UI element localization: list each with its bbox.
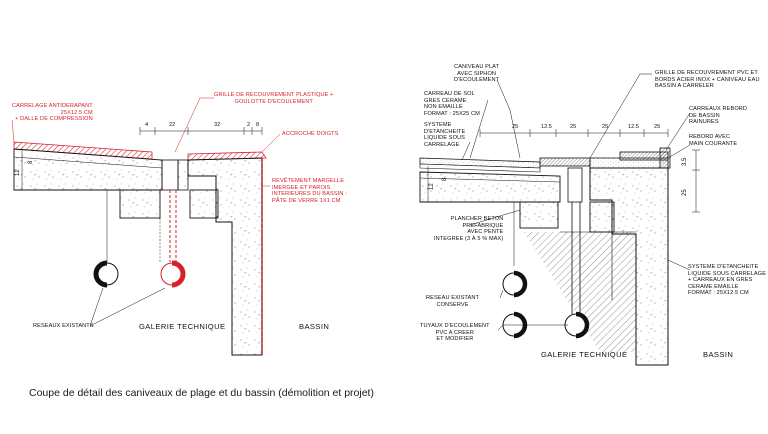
figure-caption: Coupe de détail des caniveaux de plage e…	[29, 387, 374, 399]
right-new-pipe-center	[564, 311, 590, 339]
right-existing-pipe	[502, 270, 528, 298]
left-label-galerie: GALERIE TECHNIQUE	[139, 322, 226, 331]
left-label-carrelage: CARRELAGE ANTIDERAPANT 25x12.5 CM + DALL…	[12, 103, 93, 123]
right-dim-25v: 25	[682, 189, 688, 196]
right-label-carreau-sol: CARREAU DE SOL GRES CERAME NON EMAILLE F…	[424, 91, 480, 117]
left-label-reseaux: RESEAUX EXISTANTS	[33, 323, 94, 329]
left-dim-8: 8	[256, 122, 260, 128]
left-pool-wall	[187, 157, 263, 356]
left-label-bassin: BASSIN	[299, 322, 330, 331]
left-existing-pipe-red	[160, 260, 186, 288]
right-dim-12: 12	[429, 183, 435, 190]
right-label-galerie: GALERIE TECHNIQUE	[541, 350, 628, 359]
left-dim-32: 32	[214, 122, 221, 128]
right-label-carreaux-rebord: CARREAUX REBORD DE BASSIN RAINURES	[689, 106, 748, 126]
left-gutter-channel	[161, 159, 179, 191]
right-label-reseau: RESEAU EXISTANT CONSERVE	[426, 295, 479, 308]
right-label-tuyaux: TUYAUX D'ECOULEMENT PVC A CREER ET MODIF…	[420, 323, 490, 343]
left-existing-pipe-black	[93, 260, 119, 288]
left-label-grille: GRILLE DE RECOUVREMENT PLASTIQUE + GOULO…	[214, 92, 334, 105]
right-dim-25c: 25	[602, 124, 609, 130]
left-label-revetement: REVÊTEMENT MARGELLE IMERGEE ET PAROIS IN…	[272, 178, 347, 204]
right-dim-25b: 25	[570, 124, 577, 130]
right-label-caniveau: CANIVEAU PLAT AVEC SIPHON D'ECOULEMENT	[454, 64, 500, 84]
right-label-plancher: PLANCHER BETON PREFABRIQUE AVEC PENTE IN…	[434, 216, 504, 242]
left-dim-22: 22	[169, 122, 176, 128]
left-beam	[119, 189, 161, 219]
left-dim-12: 12	[15, 169, 21, 176]
right-dim-8: 8	[442, 177, 448, 181]
right-dim-25a: 25	[512, 124, 519, 130]
left-section-demolition	[11, 97, 281, 356]
right-label-systeme1: SYSTEME D'ETANCHEITE LIQUIDE SOUS CARREL…	[424, 122, 466, 148]
right-label-bassin: BASSIN	[703, 350, 734, 359]
left-dim-2: 2	[247, 122, 251, 128]
right-gutter-grille	[539, 157, 591, 167]
right-label-rebord: REBORD AVEC MAIN COURANTE	[689, 134, 738, 147]
right-dim-125a: 12.5	[541, 124, 552, 130]
right-precast-slab	[419, 171, 561, 203]
left-label-accroche: ACCROCHE DOIGTS	[282, 131, 339, 137]
right-dim-35: 3.5	[682, 157, 688, 166]
right-label-systeme2: SYSTEME D'ETANCHEITE LIQUIDE SOUS CARREL…	[688, 264, 767, 297]
left-dim-4: 4	[145, 122, 149, 128]
right-drain-channel	[567, 167, 583, 203]
right-section-project	[419, 73, 700, 366]
right-dim-25d: 25	[654, 124, 661, 130]
left-dim-8v: 8	[28, 160, 34, 164]
right-dim-125b: 12.5	[628, 124, 639, 130]
right-label-grille: GRILLE DE RECOUVREMENT PVC ET BORDS ACIE…	[655, 70, 760, 90]
